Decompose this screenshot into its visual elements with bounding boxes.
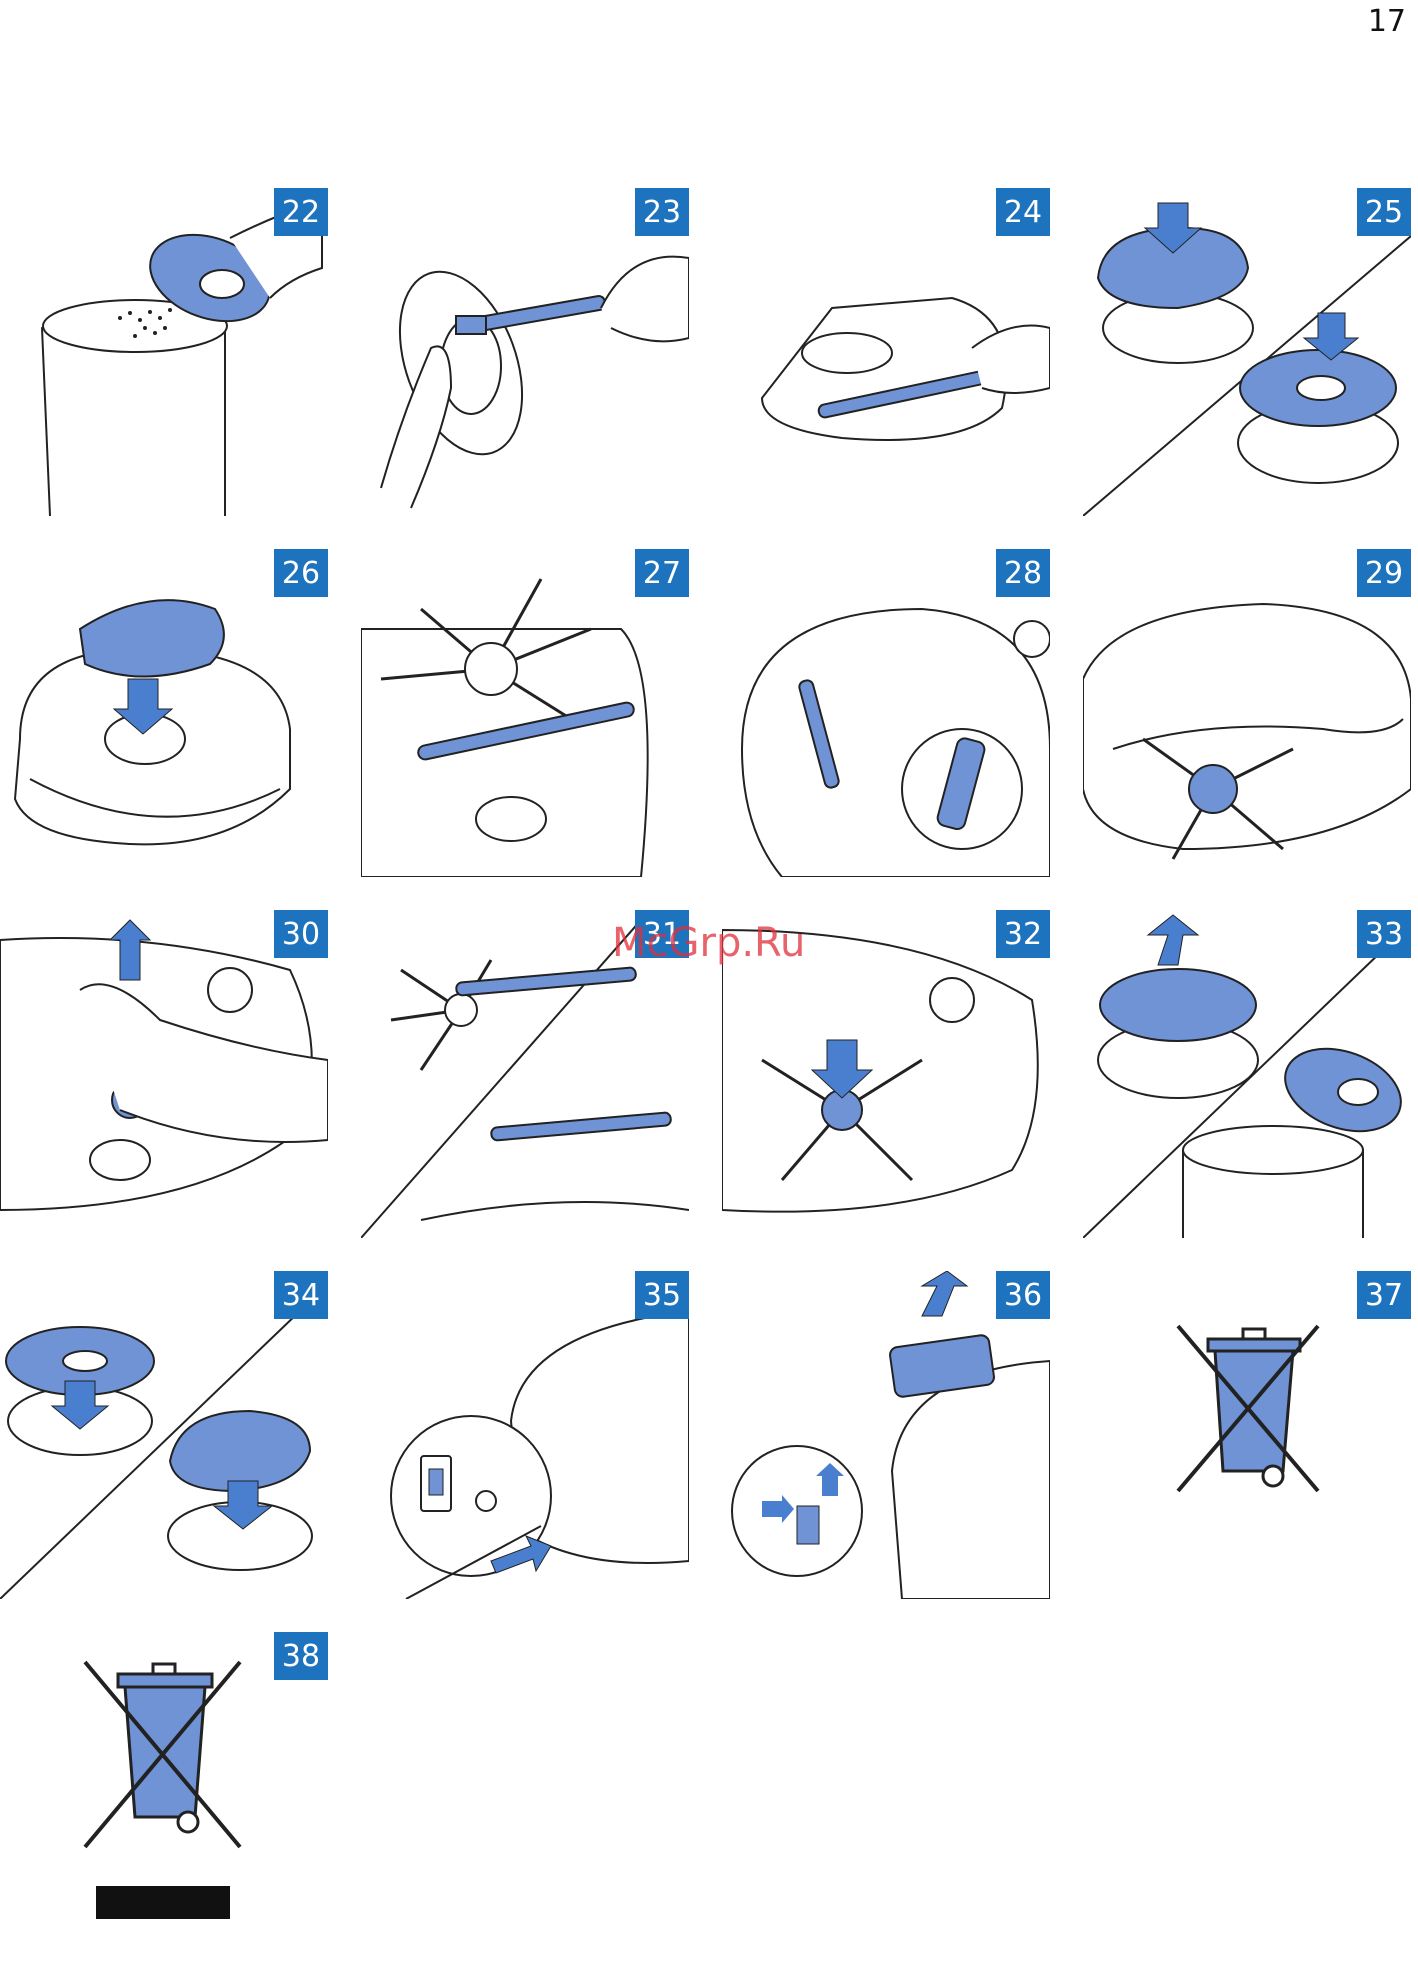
step-37: 37 — [1083, 1271, 1411, 1599]
step-26: 26 — [0, 549, 328, 877]
step-23: 23 — [361, 188, 689, 516]
step-24: 24 — [722, 188, 1050, 516]
step-number-badge: 32 — [996, 910, 1050, 958]
brush-dust-container-icon — [361, 188, 689, 516]
remove-filters-icon — [1083, 188, 1411, 516]
crossed-out-wheelie-bin-icon — [1083, 1271, 1411, 1599]
step-30: 30 — [0, 910, 328, 1238]
switch-off-unplug-icon — [361, 1271, 689, 1599]
step-number-badge: 33 — [1357, 910, 1411, 958]
step-number-badge: 29 — [1357, 549, 1411, 597]
step-number-badge: 23 — [635, 188, 689, 236]
insert-dust-container-icon — [0, 549, 328, 877]
step-number-badge: 26 — [274, 549, 328, 597]
watermark: McGrp.Ru — [612, 920, 805, 966]
step-number-badge: 24 — [996, 188, 1050, 236]
remove-battery-icon — [722, 1271, 1050, 1599]
step-number-badge: 34 — [274, 1271, 328, 1319]
step-34: 34 — [0, 1271, 328, 1599]
step-number-badge: 25 — [1357, 188, 1411, 236]
step-number-badge: 27 — [635, 549, 689, 597]
step-number-badge: 38 — [274, 1632, 328, 1680]
step-number-badge: 28 — [996, 549, 1050, 597]
step-29: 29 — [1083, 549, 1411, 877]
empty-dust-bin-into-trash-icon — [0, 188, 328, 516]
empty-dust-container-icon — [1083, 910, 1411, 1238]
brush-filter-holder-icon — [722, 188, 1050, 516]
step-number-badge: 37 — [1357, 1271, 1411, 1319]
step-22: 22 — [0, 188, 328, 516]
remove-side-brush-icon — [0, 910, 328, 1238]
step-28: 28 — [722, 549, 1050, 877]
step-number-badge: 30 — [274, 910, 328, 958]
clean-wheel-icon — [722, 549, 1050, 877]
reinsert-filters-icon — [0, 1271, 328, 1599]
clean-side-brush-icon — [361, 549, 689, 877]
weee-black-bar — [96, 1886, 230, 1919]
step-27: 27 — [361, 549, 689, 877]
step-number-badge: 22 — [274, 188, 328, 236]
step-35: 35 — [361, 1271, 689, 1599]
step-36: 36 — [722, 1271, 1050, 1599]
pull-side-brush-icon — [1083, 549, 1411, 877]
page-number: 17 — [1368, 4, 1406, 39]
step-25: 25 — [1083, 188, 1411, 516]
step-number-badge: 36 — [996, 1271, 1050, 1319]
step-number-badge: 35 — [635, 1271, 689, 1319]
step-33: 33 — [1083, 910, 1411, 1238]
